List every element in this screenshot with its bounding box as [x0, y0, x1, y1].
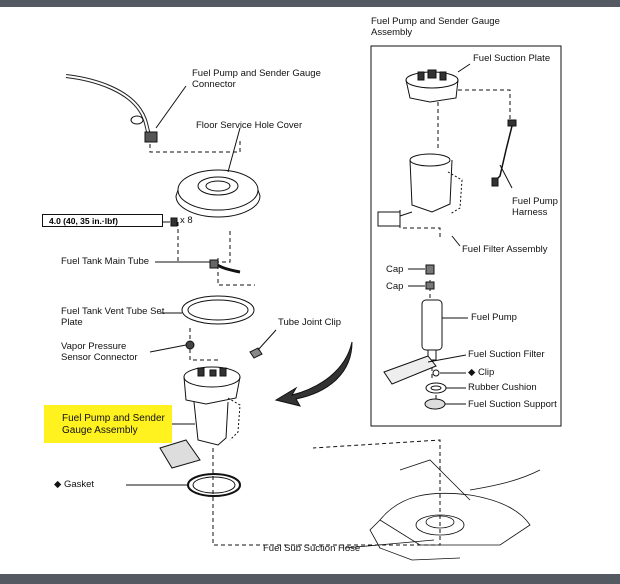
inset-clip-shape	[432, 369, 466, 377]
inset-fuel-pump-shape	[421, 299, 468, 361]
pump-assembly-shape	[159, 366, 241, 469]
tank-floor-shape	[344, 459, 541, 561]
torque-spec-box: 4.0 (40, 35 in.·lbf)	[42, 214, 163, 227]
inset-suction-filter-shape	[383, 354, 467, 385]
inset-support-shape	[424, 398, 466, 410]
inset-harness-shape	[491, 119, 517, 189]
gasket-shape	[126, 473, 241, 497]
torque-qty-label: x 8	[180, 215, 193, 226]
inset-suction-plate-label: Fuel Suction Plate	[473, 53, 551, 64]
vent-plate-label: Fuel Tank Vent Tube Set Plate	[61, 306, 165, 328]
inset-cap1-label: Cap	[386, 264, 404, 275]
inset-fuel-pump-label: Fuel Pump	[471, 312, 517, 323]
vapor-sensor-label: Vapor Pressure Sensor Connector	[61, 341, 138, 363]
inset-caps-shape	[408, 264, 435, 290]
main-tube-label: Fuel Tank Main Tube	[61, 256, 150, 267]
inset-cap2-label: Cap	[386, 281, 404, 292]
gasket-label: ◆ Gasket	[54, 479, 95, 490]
highlight-box: Fuel Pump and Sender Gauge Assembly	[44, 405, 172, 443]
inset-suction-plate-shape	[405, 63, 471, 103]
inset-harness-label: Fuel Pump Harness	[512, 196, 558, 218]
sub-hose-label: Fuel Sub Suction Hose	[263, 543, 361, 554]
direction-arrow	[274, 341, 353, 407]
tube-clip-shape	[249, 329, 277, 359]
top-border-bar	[0, 0, 620, 7]
bottom-border-bar	[0, 574, 620, 584]
vapor-sensor-shape	[149, 340, 195, 353]
set-plate-shape	[160, 295, 255, 325]
inset-filter-label: Fuel Filter Assembly	[462, 244, 548, 255]
connector-label: Fuel Pump and Sender Gauge Connector	[192, 68, 321, 90]
inset-cushion-label: Rubber Cushion	[468, 382, 537, 393]
pump-assembly-label: Fuel Pump and Sender Gauge Assembly	[62, 413, 165, 436]
tube-clip-label: Tube Joint Clip	[278, 317, 342, 328]
inset-title: Fuel Pump and Sender Gauge Assembly	[371, 16, 500, 38]
inset-frame	[370, 45, 562, 427]
inset-support-label: Fuel Suction Support	[468, 399, 557, 410]
inset-clip-label: ◆ Clip	[468, 367, 495, 378]
inset-cushion-shape	[425, 382, 466, 394]
inset-suction-filter-label: Fuel Suction Filter	[468, 349, 545, 360]
connector-harness	[65, 74, 158, 143]
inset-filter-shape	[377, 153, 463, 247]
floor-cover-label: Floor Service Hole Cover	[196, 120, 303, 131]
floor-cover-shape	[175, 169, 261, 218]
main-tube-shape	[155, 259, 241, 274]
bolt-shape	[163, 217, 178, 227]
